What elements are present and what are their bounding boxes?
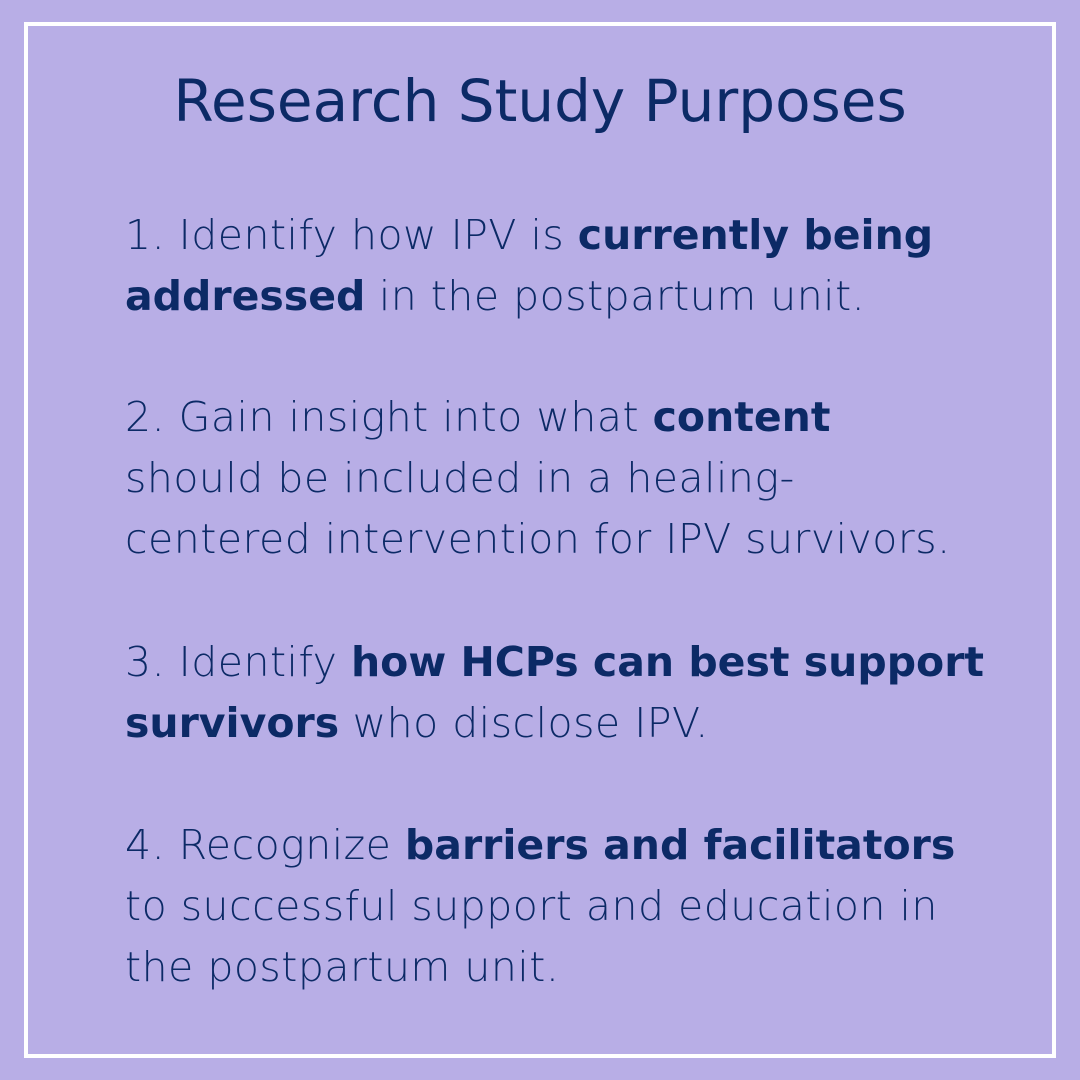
purpose-line: survivors who disclose IPV.	[125, 693, 984, 754]
purpose-text: should be included in a healing-	[125, 454, 795, 502]
purpose-text: the postpartum unit.	[125, 943, 560, 991]
purpose-emphasis: content	[652, 393, 831, 441]
purpose-emphasis: addressed	[125, 272, 366, 320]
purpose-line: 2. Gain insight into what content	[125, 387, 951, 448]
purpose-text: who disclose IPV.	[339, 699, 709, 747]
purpose-text: 3. Identify	[125, 638, 351, 686]
purpose-line: centered intervention for IPV survivors.	[125, 509, 951, 570]
purpose-text: 2. Gain insight into what	[125, 393, 653, 441]
purpose-line: 3. Identify how HCPs can best support	[125, 632, 984, 693]
purpose-line: should be included in a healing-	[125, 448, 951, 509]
purpose-emphasis: barriers and facilitators	[404, 821, 956, 869]
purpose-text: 1. Identify how IPV is	[125, 211, 578, 259]
purpose-line: 1. Identify how IPV is currently being	[125, 205, 933, 266]
purpose-text: centered intervention for IPV survivors.	[125, 515, 951, 563]
purpose-item-2: 2. Gain insight into what content should…	[125, 387, 951, 570]
purpose-text: 4. Recognize	[125, 821, 405, 869]
purpose-item-4: 4. Recognize barriers and facilitators t…	[125, 815, 955, 998]
purpose-line: 4. Recognize barriers and facilitators	[125, 815, 955, 876]
purpose-emphasis: how HCPs can best support	[350, 638, 985, 686]
purpose-line: addressed in the postpartum unit.	[125, 266, 933, 327]
purpose-emphasis: survivors	[125, 699, 340, 747]
purpose-item-1: 1. Identify how IPV is currently being a…	[125, 205, 933, 327]
purpose-line: the postpartum unit.	[125, 937, 955, 998]
purpose-text: in the postpartum unit.	[365, 272, 866, 320]
purpose-line: to successful support and education in	[125, 876, 955, 937]
purpose-text: to successful support and education in	[125, 882, 938, 930]
purpose-item-3: 3. Identify how HCPs can best support su…	[125, 632, 984, 754]
purpose-emphasis: currently being	[577, 211, 934, 259]
white-border-frame	[24, 22, 1056, 1058]
page-title: Research Study Purposes	[173, 67, 907, 135]
